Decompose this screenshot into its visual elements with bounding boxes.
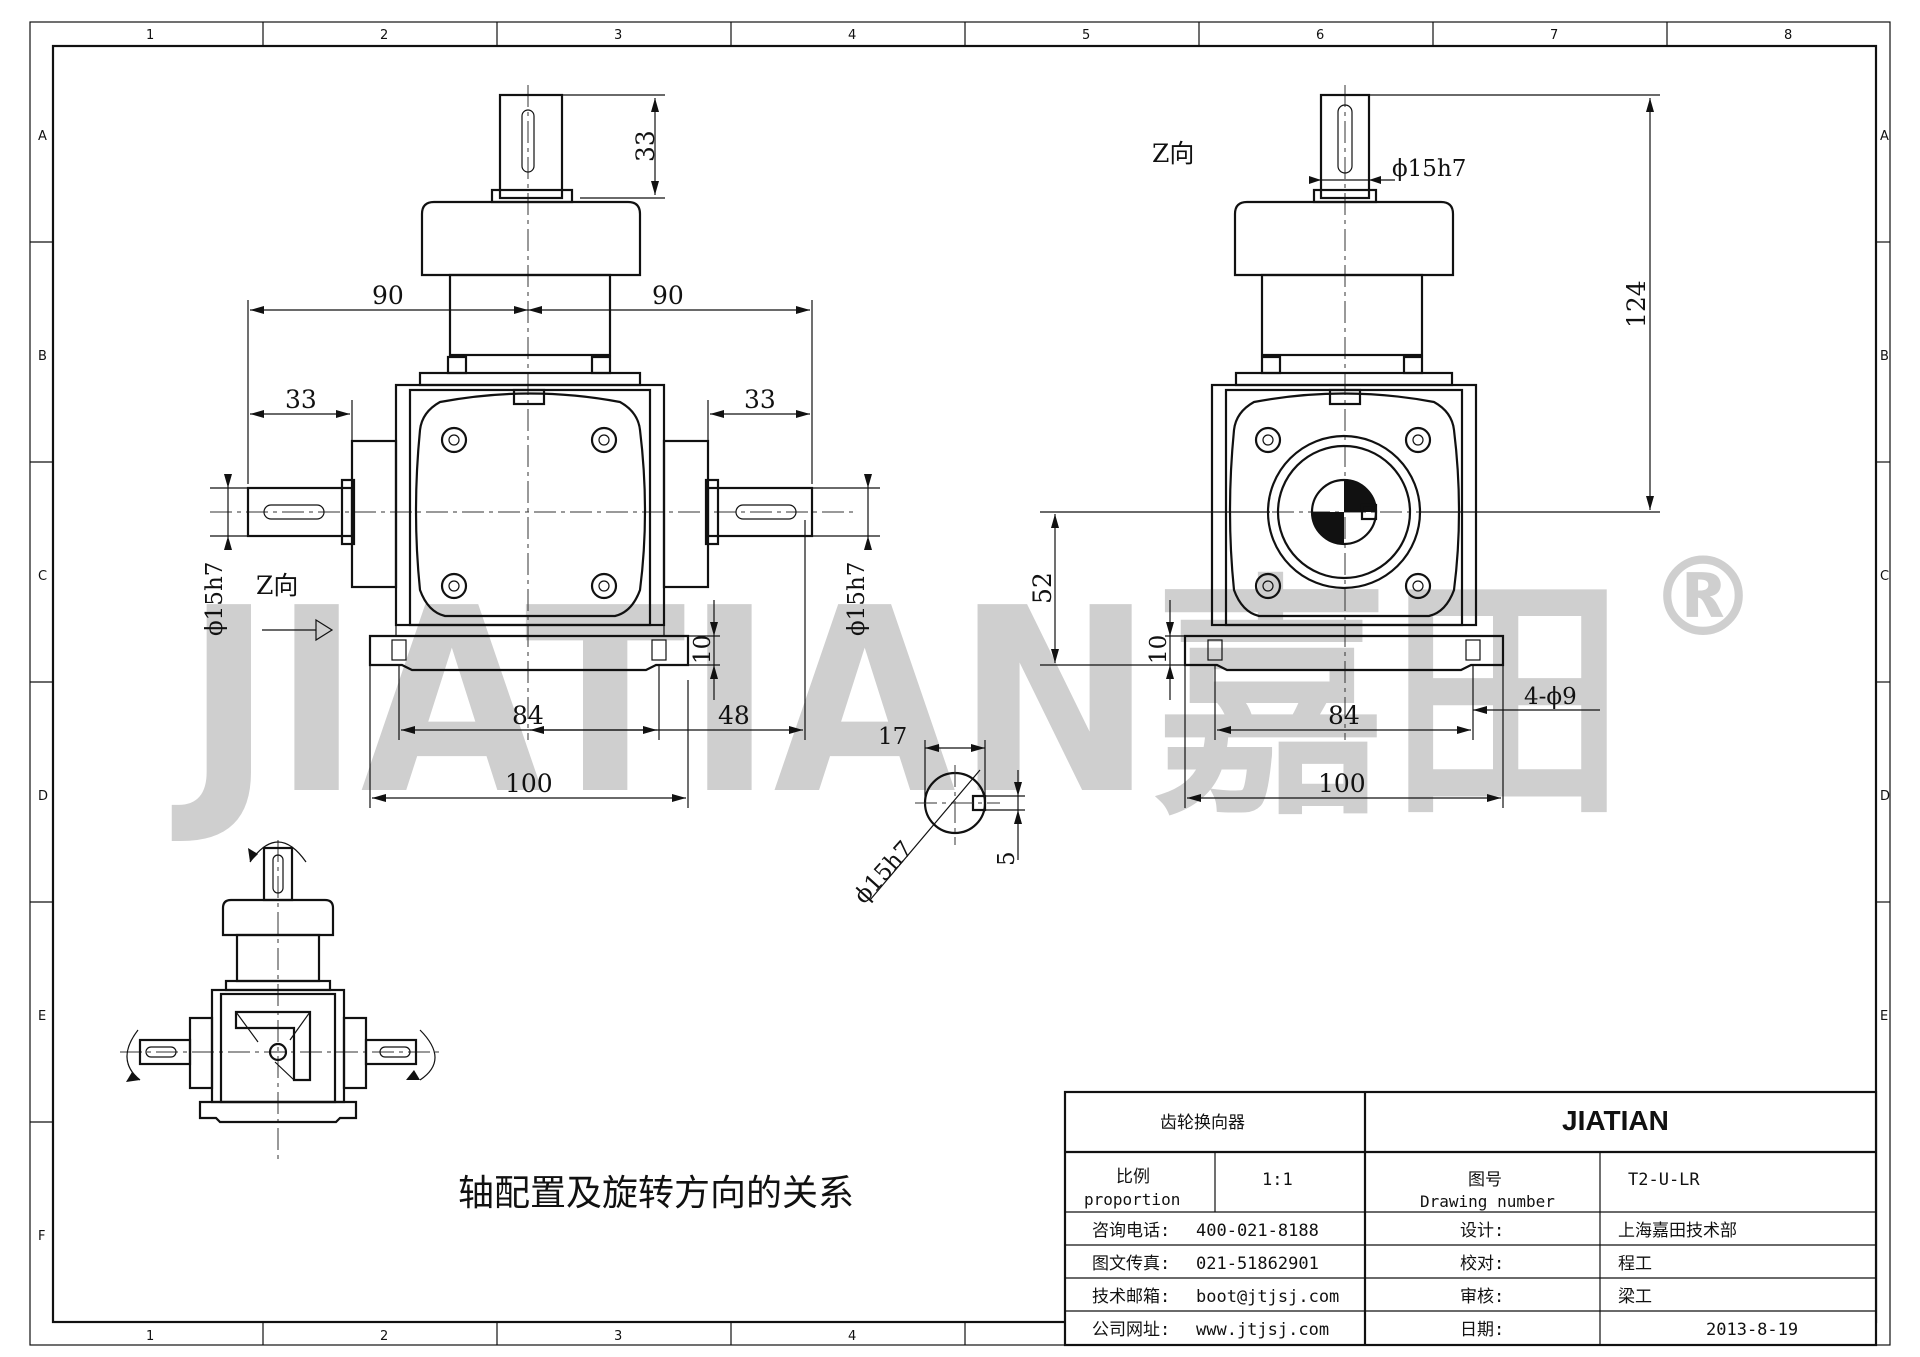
tb-check: 程工 xyxy=(1618,1254,1652,1274)
row-label: F xyxy=(38,1229,45,1244)
row-label: B xyxy=(38,349,47,364)
dim-shaft-left: 33 xyxy=(285,385,317,414)
tb-fax-label: 图文传真: xyxy=(1092,1254,1170,1274)
dim-base-width: 100 xyxy=(505,769,553,798)
watermark-brand: JIATIAN嘉田 xyxy=(171,554,1625,851)
side-dim-shaft-dia: ϕ15h7 xyxy=(1392,156,1466,182)
tb-scale-value: 1:1 xyxy=(1262,1170,1293,1190)
tb-fax: 021-51862901 xyxy=(1196,1254,1319,1274)
dim-base-thk: 10 xyxy=(690,635,716,664)
row-label: D xyxy=(1880,789,1890,804)
col-label: 1 xyxy=(146,1329,154,1344)
row-label: B xyxy=(1880,349,1889,364)
side-view-label: Z向 xyxy=(1152,139,1194,168)
tb-web: www.jtjsj.com xyxy=(1196,1320,1329,1340)
col-label: 5 xyxy=(1082,28,1090,43)
col-label: 7 xyxy=(1550,28,1558,43)
dim-half-right: 90 xyxy=(652,281,684,310)
side-dim-axis: 52 xyxy=(1028,572,1057,604)
tb-product: 齿轮换向器 xyxy=(1160,1113,1245,1133)
row-label: C xyxy=(38,569,47,584)
tb-design: 上海嘉田技术部 xyxy=(1618,1221,1737,1241)
col-label: 8 xyxy=(1784,28,1792,43)
tb-design-label: 设计: xyxy=(1460,1221,1504,1241)
dim-dia-left: ϕ15h7 xyxy=(202,562,228,636)
tb-scale-label: 比例 xyxy=(1116,1167,1150,1187)
side-dim-base-thk: 10 xyxy=(1146,635,1172,664)
tb-web-label: 公司网址: xyxy=(1092,1320,1170,1340)
tb-date: 2013-8-19 xyxy=(1706,1320,1798,1340)
col-label: 6 xyxy=(1316,28,1324,43)
side-dim-holes: 4-ϕ9 xyxy=(1524,684,1577,710)
col-label: 2 xyxy=(380,28,388,43)
key-dim-width: 5 xyxy=(994,851,1020,866)
dim-top-shaft: 33 xyxy=(631,130,660,162)
tb-email: boot@jtjsj.com xyxy=(1196,1287,1339,1307)
row-label: A xyxy=(1880,129,1889,144)
side-dim-hole-span: 84 xyxy=(1328,701,1360,730)
row-label: E xyxy=(1880,1009,1888,1024)
dim-dia-right: ϕ15h7 xyxy=(844,562,870,636)
col-label: 4 xyxy=(848,28,856,43)
rotation-sketch xyxy=(120,840,440,1160)
grid-labels: 1 2 3 4 5 6 7 8 1 2 3 4 A B C D E F A B … xyxy=(38,28,1890,1344)
row-label: E xyxy=(38,1009,46,1024)
outer-frame xyxy=(29,21,1891,1346)
tb-check-label: 校对: xyxy=(1460,1254,1504,1274)
row-label: A xyxy=(38,129,47,144)
col-label: 2 xyxy=(380,1329,388,1344)
dim-shaft-right: 33 xyxy=(744,385,776,414)
dim-half-left: 90 xyxy=(372,281,404,310)
tb-email-label: 技术邮箱: xyxy=(1092,1287,1170,1307)
front-view: 33 90 90 33 33 ϕ15h7 ϕ15h7 Z向 xyxy=(202,85,880,808)
tb-brand: JIATIAN xyxy=(1562,1105,1669,1136)
grid-ticks xyxy=(30,22,1890,1345)
tb-phone-label: 咨询电话: xyxy=(1092,1221,1170,1241)
row-label: D xyxy=(38,789,48,804)
dim-base-offset: 48 xyxy=(718,701,750,730)
col-label: 4 xyxy=(848,1329,856,1344)
tb-drawing-no: T2-U-LR xyxy=(1628,1170,1700,1190)
row-label: C xyxy=(1880,569,1889,584)
tb-drawing-no-label: 图号 xyxy=(1468,1170,1502,1190)
side-dim-height: 124 xyxy=(1622,280,1651,328)
dim-hole-span: 84 xyxy=(512,701,544,730)
tb-review: 梁工 xyxy=(1618,1287,1652,1307)
col-label: 3 xyxy=(614,28,622,43)
side-view: Z向 ϕ15h7 xyxy=(1028,85,1660,808)
watermark-registered: ® xyxy=(1648,533,1758,661)
key-dim-depth: 17 xyxy=(878,724,907,750)
tb-scale-label-en: proportion xyxy=(1084,1190,1180,1209)
tb-phone: 400-021-8188 xyxy=(1196,1221,1319,1241)
tb-date-label: 日期: xyxy=(1460,1320,1504,1340)
col-label: 1 xyxy=(146,28,154,43)
tb-review-label: 审核: xyxy=(1460,1287,1504,1307)
title-block: 齿轮换向器 JIATIAN 比例 proportion 1:1 图号 Drawi… xyxy=(1063,1090,1878,1347)
tb-drawing-no-label-en: Drawing number xyxy=(1420,1192,1555,1211)
sketch-caption: 轴配置及旋转方向的关系 xyxy=(458,1173,854,1214)
view-label-z: Z向 xyxy=(256,571,298,600)
side-dim-base-width: 100 xyxy=(1318,769,1366,798)
col-label: 3 xyxy=(614,1329,622,1344)
